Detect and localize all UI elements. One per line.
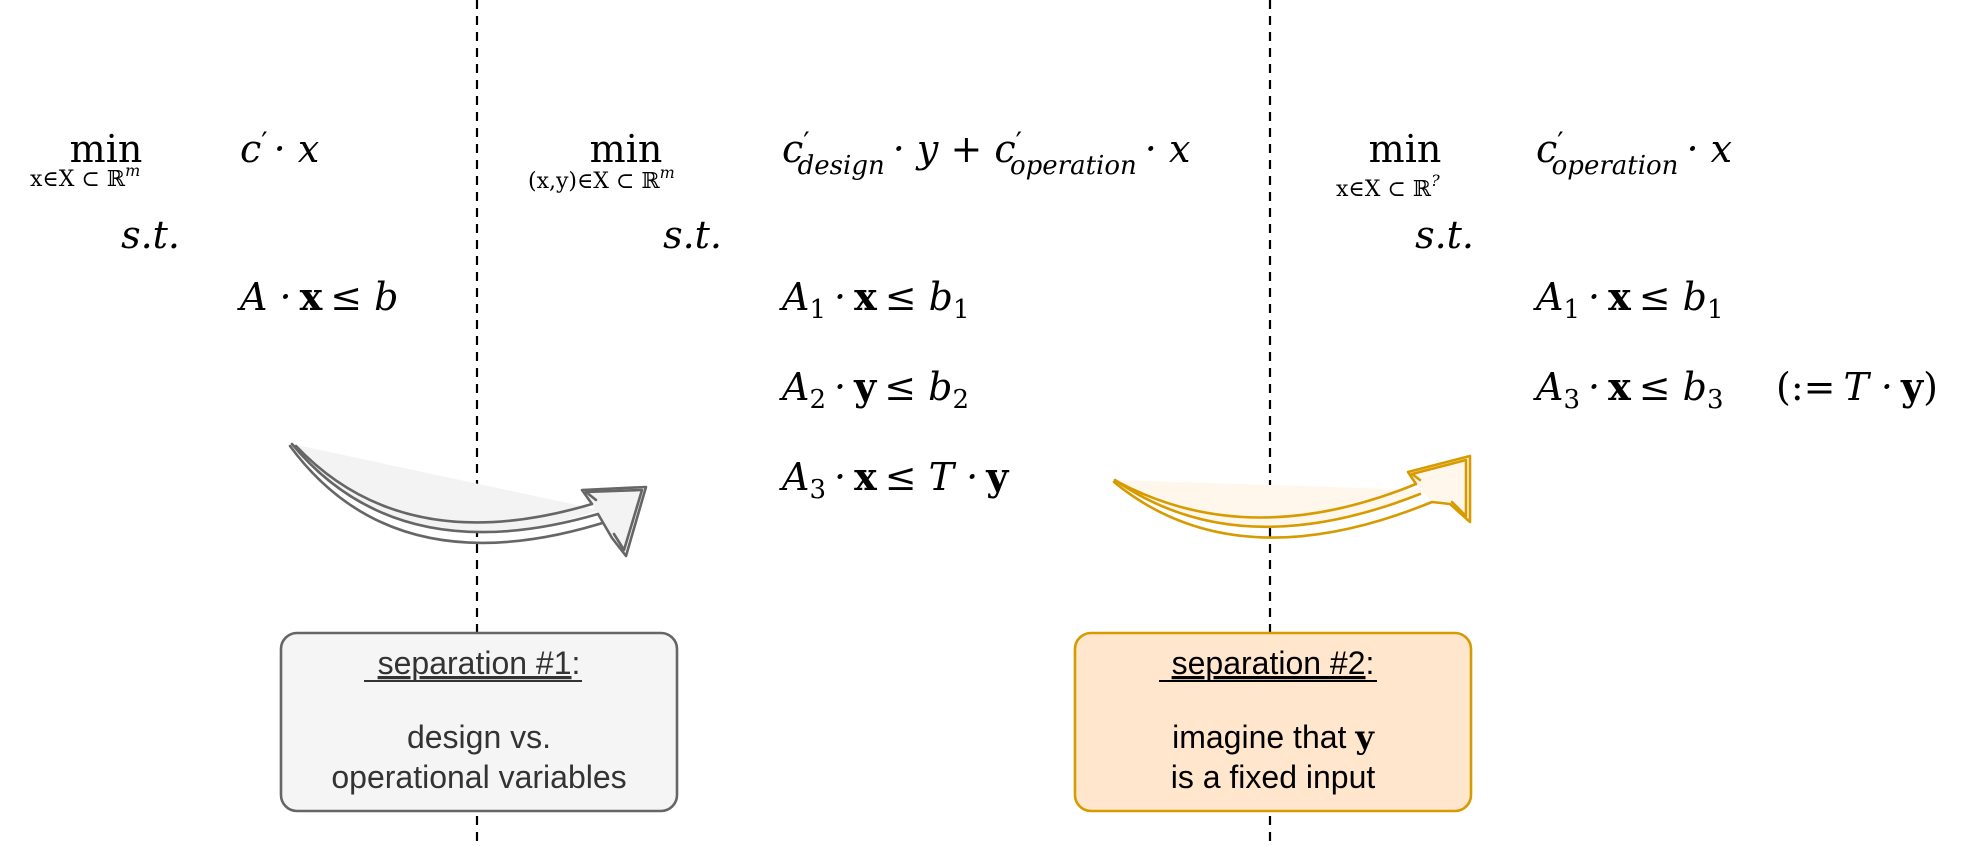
objective: c′operation· x <box>1536 126 1732 181</box>
objective: c′design· y + c′operation· x <box>782 126 1190 181</box>
definition-note: (:=T ·y) <box>1776 364 1938 409</box>
box-line-2: operational variables <box>331 759 626 795</box>
subject-to: s.t. <box>663 213 722 257</box>
min-subscript: x∈X ⊂ ℝ? <box>1336 171 1440 202</box>
min-operator: min <box>1369 127 1442 171</box>
box-line-2: is a fixed input <box>1171 759 1376 795</box>
constraint-3: A3·x≤ T ·y <box>779 454 1009 505</box>
constraint-2: A3·x≤ b3 <box>1533 364 1724 415</box>
box-line-1: design vs. <box>407 719 551 755</box>
panel-1: min x∈X ⊂ ℝm c′· x s.t. A ·x≤ b <box>30 126 399 319</box>
curved-arrow-icon <box>288 442 648 558</box>
subject-to: s.t. <box>121 213 180 257</box>
constraint-2: A2·y≤ b2 <box>779 364 969 415</box>
label-box-2: separation #2: imagine that y is a fixed… <box>1073 631 1473 813</box>
box-title: separation #1: <box>378 645 581 681</box>
constraint-1: A1·x≤ b1 <box>1533 274 1724 325</box>
min-operator: min <box>590 127 663 171</box>
subject-to: s.t. <box>1415 213 1474 257</box>
objective: c′· x <box>240 126 319 171</box>
constraint: A ·x≤ b <box>237 274 399 319</box>
panel-2: min (x,y)∈X ⊂ ℝm c′design· y + c′operati… <box>528 126 1190 505</box>
min-operator: min <box>70 127 143 171</box>
constraint-1: A1·x≤ b1 <box>779 274 970 325</box>
box-line-1: imagine that y <box>1172 718 1375 756</box>
min-subscript: (x,y)∈X ⊂ ℝm <box>528 163 675 194</box>
min-subscript: x∈X ⊂ ℝm <box>30 161 140 192</box>
label-box-1: separation #1: design vs. operational va… <box>279 631 679 813</box>
box-title: separation #2: <box>1172 645 1375 681</box>
panel-3: min x∈X ⊂ ℝ? c′operation· x s.t. A1·x≤ b… <box>1336 126 1938 415</box>
curved-arrow-icon <box>1112 454 1472 539</box>
